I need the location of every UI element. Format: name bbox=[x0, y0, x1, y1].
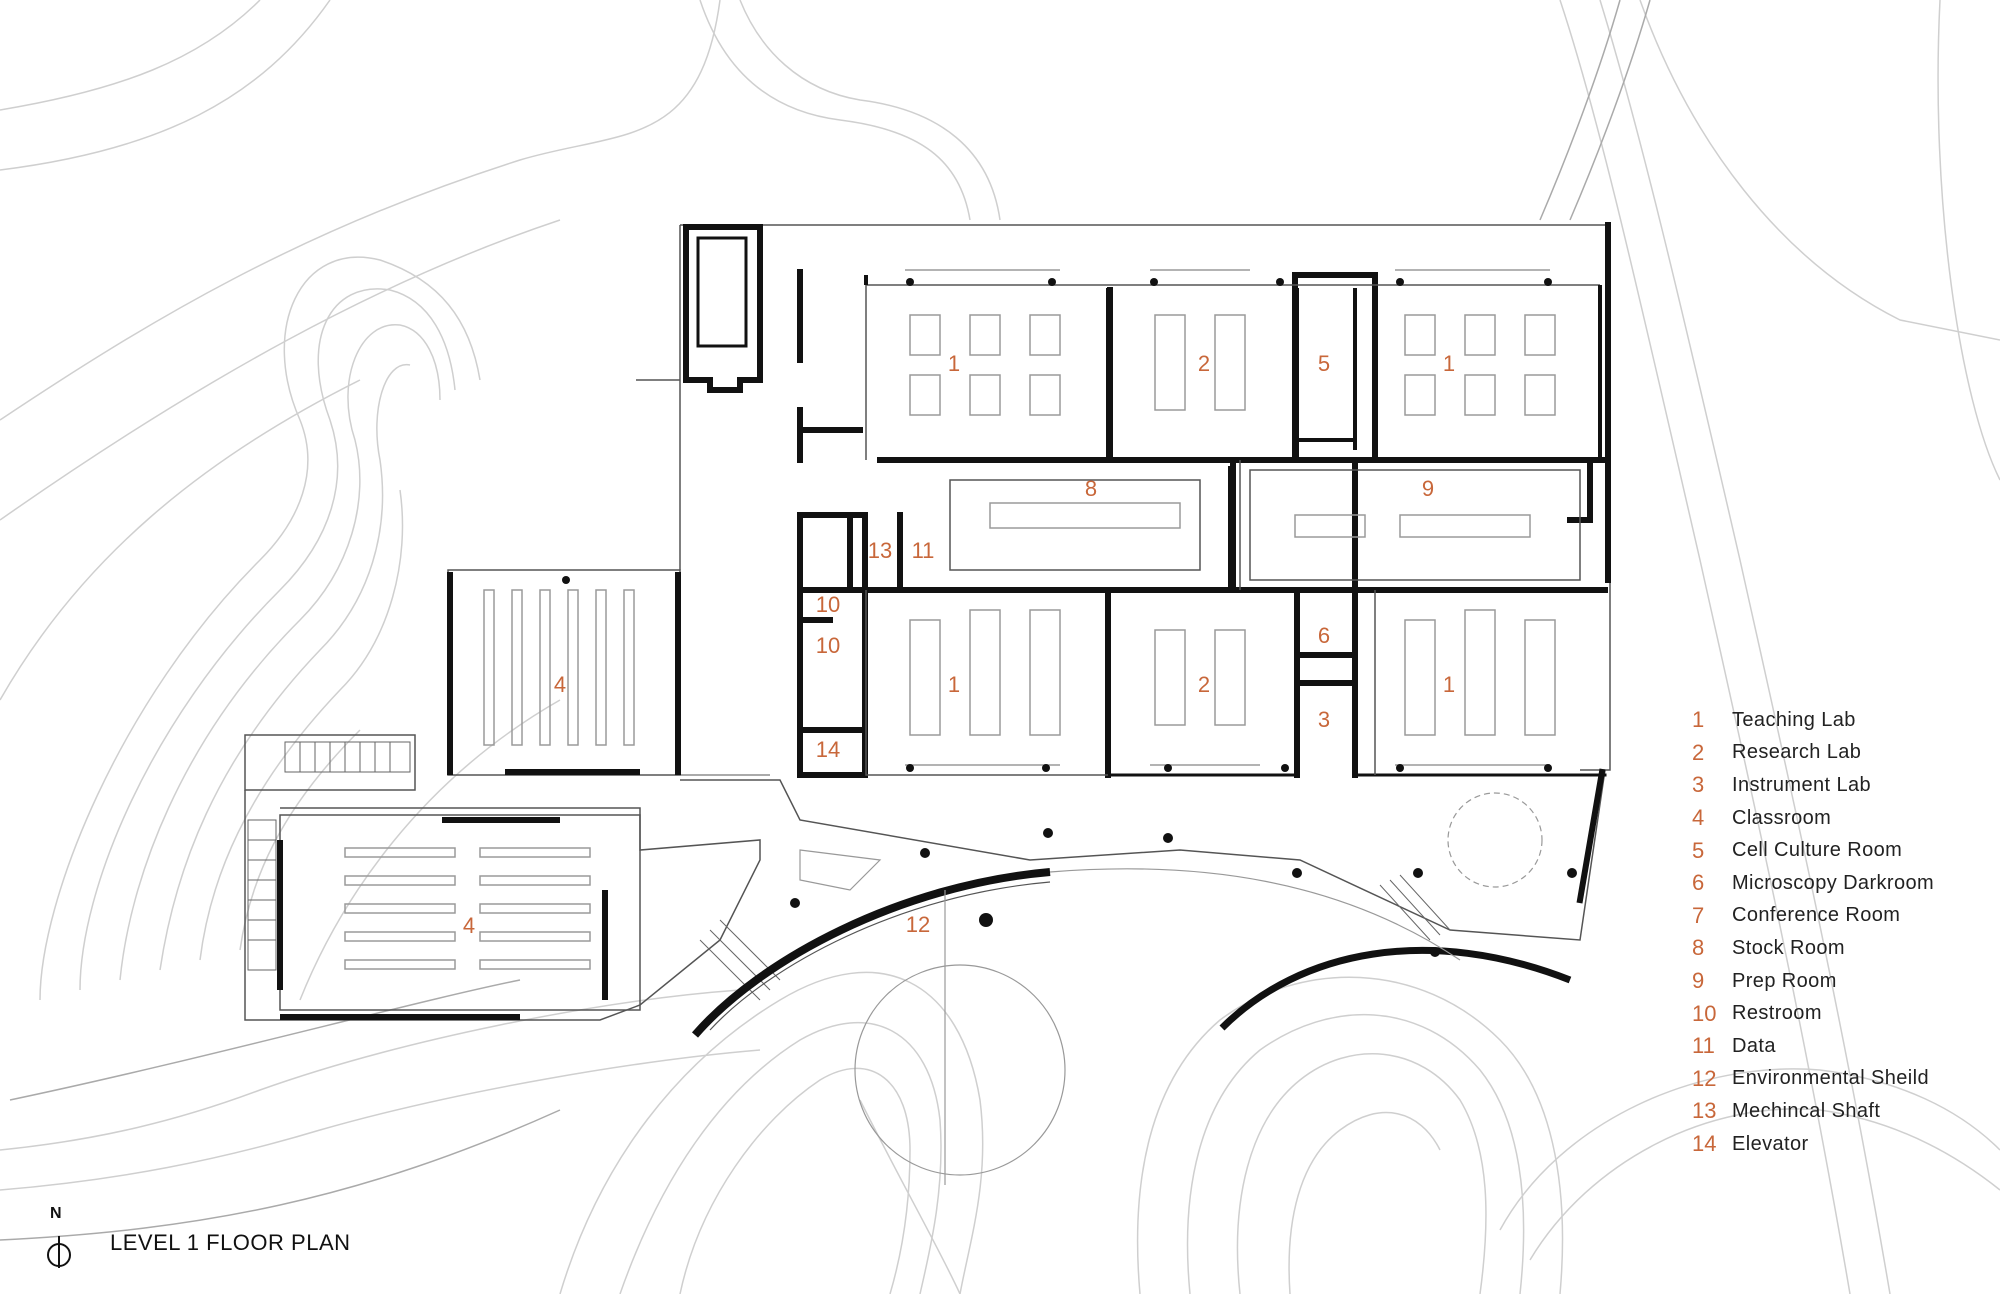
legend-number: 4 bbox=[1692, 805, 1705, 831]
legend-label: Conference Room bbox=[1732, 904, 1901, 927]
legend-number: 11 bbox=[1692, 1033, 1715, 1059]
legend-item: 6 Microscopy Darkroom bbox=[1692, 867, 1992, 900]
legend-item: 2 Research Lab bbox=[1692, 737, 1992, 770]
legend-label: Teaching Lab bbox=[1732, 708, 1856, 731]
legend-item: 7 Conference Room bbox=[1692, 900, 1992, 933]
room-number: 13 bbox=[868, 538, 892, 563]
room-numbers: 1 2 5 1 8 9 13 11 10 10 14 1 2 6 3 1 4 4… bbox=[463, 351, 1455, 938]
room-number: 4 bbox=[554, 672, 566, 697]
environmental-shield bbox=[691, 868, 1572, 1038]
legend-label: Cell Culture Room bbox=[1732, 839, 1903, 862]
legend-item: 5 Cell Culture Room bbox=[1692, 834, 1992, 867]
legend-item: 1 Teaching Lab bbox=[1692, 704, 1992, 737]
room-number: 6 bbox=[1318, 623, 1330, 648]
room-partitions bbox=[540, 284, 1600, 776]
room-number: 2 bbox=[1198, 351, 1210, 376]
legend-label: Research Lab bbox=[1732, 741, 1862, 764]
legend-number: 1 bbox=[1692, 707, 1705, 733]
classroom-south bbox=[277, 814, 641, 1020]
legend-label: Instrument Lab bbox=[1732, 773, 1872, 796]
lab-furniture bbox=[905, 269, 1556, 766]
legend-label: Stock Room bbox=[1732, 936, 1845, 959]
legend-item: 10 Restroom bbox=[1692, 997, 1992, 1030]
plaza-geometry bbox=[799, 792, 1543, 1185]
classroom-north bbox=[447, 569, 681, 776]
stairs bbox=[247, 741, 1451, 1001]
room-number: 11 bbox=[912, 538, 935, 563]
room-number: 10 bbox=[816, 633, 840, 658]
north-label: N bbox=[50, 1205, 62, 1222]
room-number: 14 bbox=[816, 737, 840, 762]
legend-number: 5 bbox=[1692, 837, 1705, 863]
legend-label: Environmental Sheild bbox=[1732, 1067, 1929, 1090]
building-walls bbox=[683, 222, 1611, 904]
legend-item: 8 Stock Room bbox=[1692, 932, 1992, 965]
legend-label: Classroom bbox=[1732, 806, 1832, 829]
legend-label: Prep Room bbox=[1732, 969, 1837, 992]
legend-item: 3 Instrument Lab bbox=[1692, 769, 1992, 802]
legend-number: 14 bbox=[1692, 1131, 1717, 1157]
room-number: 4 bbox=[463, 913, 475, 938]
lab-walls bbox=[864, 275, 1602, 460]
room-number: 2 bbox=[1198, 672, 1210, 697]
legend-number: 8 bbox=[1692, 935, 1705, 961]
room-number: 12 bbox=[906, 912, 930, 937]
legend-label: Data bbox=[1732, 1034, 1776, 1057]
columns bbox=[790, 278, 1577, 957]
legend-number: 13 bbox=[1692, 1098, 1717, 1124]
road-curves bbox=[0, 0, 1651, 1241]
legend-item: 14 Elevator bbox=[1692, 1128, 1992, 1161]
legend-label: Microscopy Darkroom bbox=[1732, 871, 1935, 894]
legend-number: 9 bbox=[1692, 968, 1705, 994]
room-number: 1 bbox=[1443, 351, 1455, 376]
legend-label: Elevator bbox=[1732, 1132, 1809, 1155]
room-number: 8 bbox=[1085, 476, 1097, 501]
room-number: 1 bbox=[948, 672, 960, 697]
legend-number: 2 bbox=[1692, 739, 1705, 765]
legend-number: 12 bbox=[1692, 1065, 1717, 1091]
north-arrow bbox=[47, 1236, 71, 1268]
legend-item: 11 Data bbox=[1692, 1030, 1992, 1063]
legend-label: Mechincal Shaft bbox=[1732, 1099, 1881, 1122]
room-number: 1 bbox=[1443, 672, 1455, 697]
room-number: 5 bbox=[1318, 351, 1330, 376]
room-number: 1 bbox=[948, 351, 960, 376]
room-number: 10 bbox=[816, 592, 840, 617]
room-number: 3 bbox=[1318, 707, 1330, 732]
legend-number: 6 bbox=[1692, 870, 1705, 896]
room-number: 9 bbox=[1422, 476, 1434, 501]
legend-number: 3 bbox=[1692, 772, 1705, 798]
legend-item: 4 Classroom bbox=[1692, 802, 1992, 835]
drawing-title: LEVEL 1 FLOOR PLAN bbox=[110, 1230, 351, 1255]
legend-number: 7 bbox=[1692, 902, 1705, 928]
legend-label: Restroom bbox=[1732, 1002, 1822, 1025]
legend-item: 12 Environmental Sheild bbox=[1692, 1063, 1992, 1096]
legend-item: 9 Prep Room bbox=[1692, 965, 1992, 998]
legend-number: 10 bbox=[1692, 1000, 1717, 1026]
room-legend: 1 Teaching Lab 2 Research Lab 3 Instrument … bbox=[1692, 704, 1992, 1160]
legend-item: 13 Mechincal Shaft bbox=[1692, 1095, 1992, 1128]
